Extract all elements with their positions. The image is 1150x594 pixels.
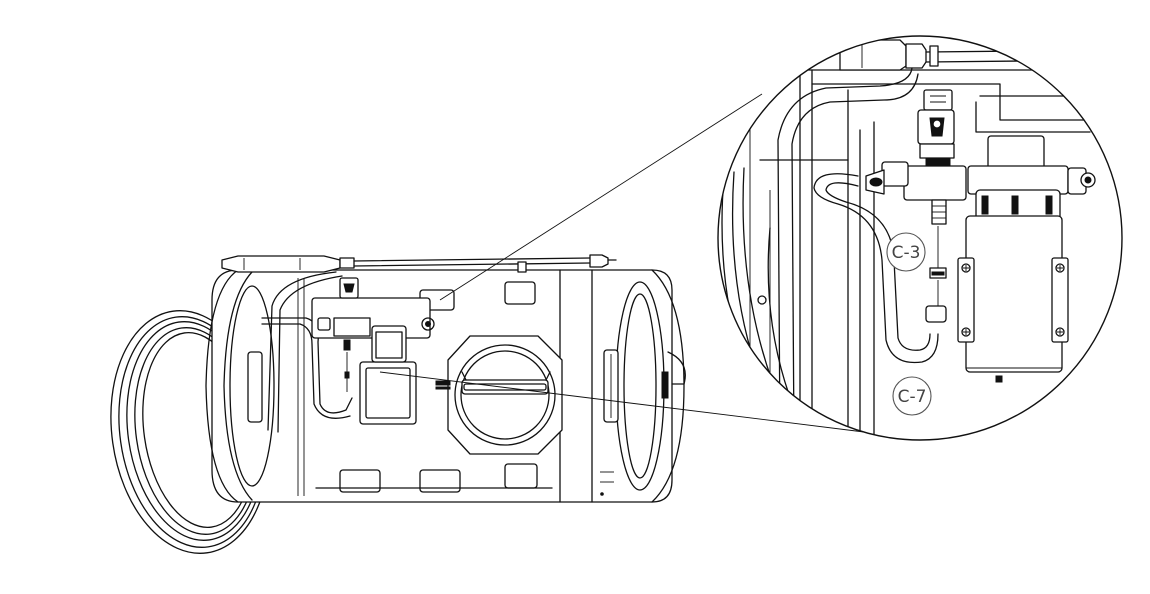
filler-lid [435, 335, 563, 455]
detail-view: C-3 C-7 [717, 35, 1123, 441]
pump-unit [311, 277, 435, 425]
detail-top-valve [917, 89, 955, 167]
detail-frame [749, 69, 1122, 440]
tank-overview [110, 254, 686, 554]
callout-c7: C-7 [892, 376, 932, 416]
tank-body [205, 269, 686, 503]
detail-valve-block [865, 161, 967, 323]
magnifier-outline [717, 35, 1123, 441]
callout-c3-label: C-3 [892, 243, 921, 263]
detail-main-hose [777, 67, 939, 440]
detail-pump-motor [957, 135, 1096, 383]
detail-leader-lines [379, 93, 865, 433]
callout-c3: C-3 [886, 232, 926, 272]
spray-lance [221, 254, 617, 273]
callout-c7-label: C-7 [898, 387, 927, 407]
